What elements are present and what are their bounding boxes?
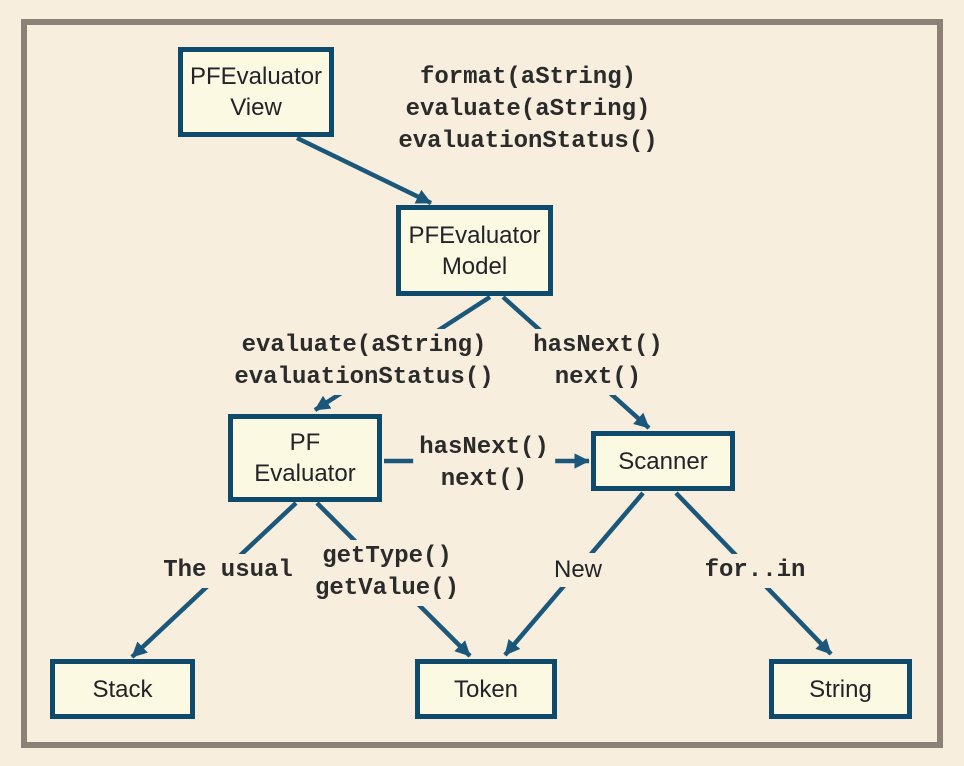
- node-string: String: [769, 659, 912, 719]
- node-pf-evaluator: PF Evaluator: [228, 414, 382, 502]
- label-stack-relation: The usual: [157, 554, 299, 588]
- label-token-methods: getType() getValue(): [308, 540, 466, 606]
- node-scanner: Scanner: [591, 431, 735, 491]
- label-evaluator-methods: evaluate(aString) evaluationStatus(): [228, 329, 500, 395]
- node-stack: Stack: [50, 659, 195, 719]
- label-scanner-methods-from-model: hasNext() next(): [527, 329, 669, 395]
- figure-frame: [21, 19, 943, 748]
- label-string-relation: for..in: [698, 554, 812, 588]
- node-token: Token: [415, 659, 557, 719]
- arrow-view-to-model: [296, 135, 432, 206]
- node-pfevaluator-view: PFEvaluator View: [178, 47, 334, 137]
- label-token-relation: New: [547, 553, 609, 587]
- node-pfevaluator-model: PFEvaluator Model: [396, 205, 553, 296]
- label-scanner-methods-from-evaluator: hasNext() next(): [413, 431, 555, 497]
- label-model-methods: format(aString) evaluate(aString) evalua…: [392, 61, 664, 159]
